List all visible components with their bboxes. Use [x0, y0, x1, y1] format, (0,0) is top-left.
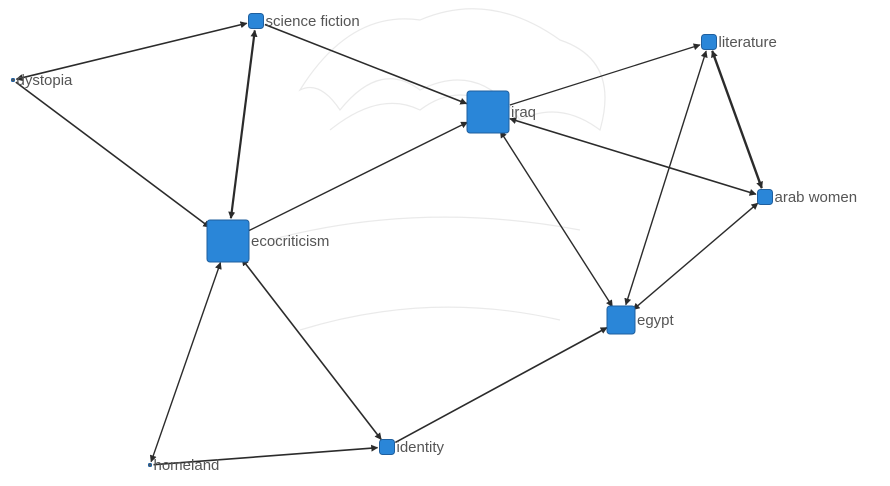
- node-egypt[interactable]: egypt: [606, 305, 675, 335]
- node-arab-women[interactable]: arab women: [757, 189, 858, 206]
- node-iraq[interactable]: iraq: [466, 90, 536, 134]
- node-marker[interactable]: [11, 78, 15, 82]
- node-dystopia[interactable]: dystopia: [11, 72, 74, 89]
- node-label: arab women: [775, 189, 858, 206]
- node-marker[interactable]: [606, 305, 636, 335]
- node-label: egypt: [637, 312, 675, 329]
- node-label: ecocriticism: [251, 233, 329, 250]
- node-homeland[interactable]: homeland: [148, 457, 220, 474]
- node-marker[interactable]: [466, 90, 510, 134]
- edge-egypt-arab-women: [632, 202, 759, 311]
- node-marker[interactable]: [248, 13, 264, 29]
- edge-literature-arab-women: [711, 50, 763, 189]
- edge-ecocriticism-identity: [241, 258, 382, 441]
- node-label: science fiction: [266, 13, 360, 30]
- edge-iraq-egypt: [499, 130, 613, 308]
- edge-science-fiction-iraq: [264, 23, 468, 105]
- edge-dystopia-science-fiction: [15, 21, 248, 82]
- node-marker[interactable]: [701, 34, 717, 50]
- node-science-fiction[interactable]: science fiction: [248, 13, 360, 30]
- node-label: dystopia: [17, 72, 74, 89]
- node-marker[interactable]: [148, 463, 152, 467]
- edge-egypt-literature: [624, 50, 708, 306]
- edge-identity-egypt: [394, 326, 608, 444]
- edge-ecocriticism-iraq: [248, 121, 469, 232]
- edges-layer: [15, 21, 763, 466]
- node-label: identity: [397, 439, 445, 456]
- watermark-logo: [269, 8, 606, 331]
- nodes-layer: science fiction dystopia iraq literature ara…: [11, 13, 858, 474]
- edge-homeland-identity: [153, 444, 379, 466]
- node-identity[interactable]: identity: [379, 439, 445, 456]
- node-label: iraq: [511, 104, 536, 121]
- node-marker[interactable]: [379, 439, 395, 455]
- node-ecocriticism[interactable]: ecocriticism: [206, 219, 329, 263]
- node-marker[interactable]: [206, 219, 250, 263]
- edge-arab-women-iraq: [509, 117, 757, 196]
- edge-ecocriticism-homeland: [149, 262, 222, 463]
- node-marker[interactable]: [757, 189, 773, 205]
- node-literature[interactable]: literature: [701, 34, 777, 51]
- node-label: homeland: [154, 457, 220, 474]
- edge-dystopia-ecocriticism: [15, 81, 211, 228]
- node-label: literature: [719, 34, 777, 51]
- edge-science-fiction-ecocriticism: [228, 29, 258, 219]
